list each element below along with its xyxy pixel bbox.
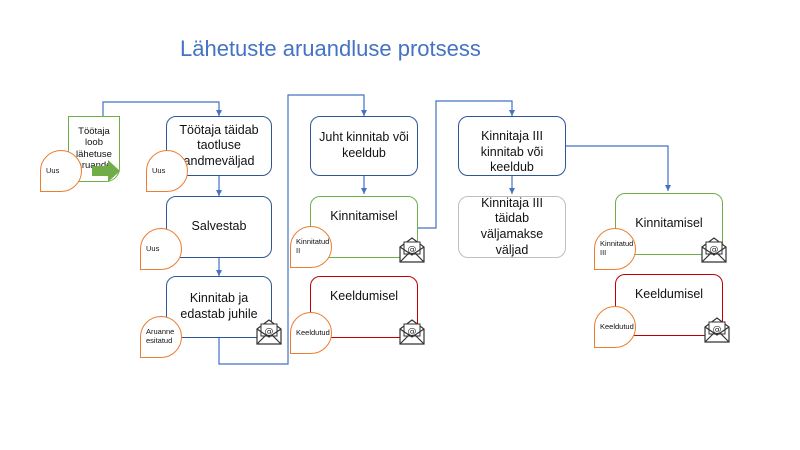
envelope-at-icon: @ (256, 319, 282, 345)
envelope-at-icon: @ (704, 317, 730, 343)
status-bubble: Keeldutud (594, 306, 636, 348)
svg-text:@: @ (408, 245, 417, 255)
start-document-label: Töötaja loob lähetuse aruande (76, 126, 112, 172)
status-bubble: Aruanne esitatud (140, 316, 182, 358)
diagram-title: Lähetuste aruandluse protsess (180, 36, 481, 61)
step-save: Salvestab (166, 196, 272, 258)
connector-approver3-to-col4 (566, 145, 671, 191)
envelope-at-icon: @ (399, 319, 425, 345)
svg-text:@: @ (710, 245, 719, 255)
svg-text:@: @ (713, 325, 722, 335)
status-bubble: Kinnitatud III (594, 228, 636, 270)
svg-text:@: @ (408, 327, 417, 337)
status-bubble: Uus (146, 150, 188, 192)
connector-submit-to-manager (218, 94, 367, 365)
envelope-at-icon: @ (701, 237, 727, 263)
step-approver3-payment: Kinnitaja III täidab väljamakse väljad (458, 196, 566, 258)
status-bubble: Kinnitatud II (290, 226, 332, 268)
status-bubble: Keeldutud (290, 312, 332, 354)
envelope-at-icon: @ (399, 237, 425, 263)
svg-text:@: @ (265, 327, 274, 337)
step-manager-decision: Juht kinnitab või keeldub (310, 116, 418, 176)
green-arrow-icon (92, 160, 120, 182)
connector-start-to-fill (102, 101, 222, 127)
step-approver3-reject: Keeldumisel (615, 274, 723, 336)
status-bubble: Uus (140, 228, 182, 270)
connector-approve-to-approver3 (418, 100, 515, 229)
step-submit: Kinnitab ja edastab juhile (166, 276, 272, 338)
status-bubble: Uus (40, 150, 82, 192)
step-approver3-decision: Kinnitaja III kinnitab või keeldub (458, 116, 566, 176)
